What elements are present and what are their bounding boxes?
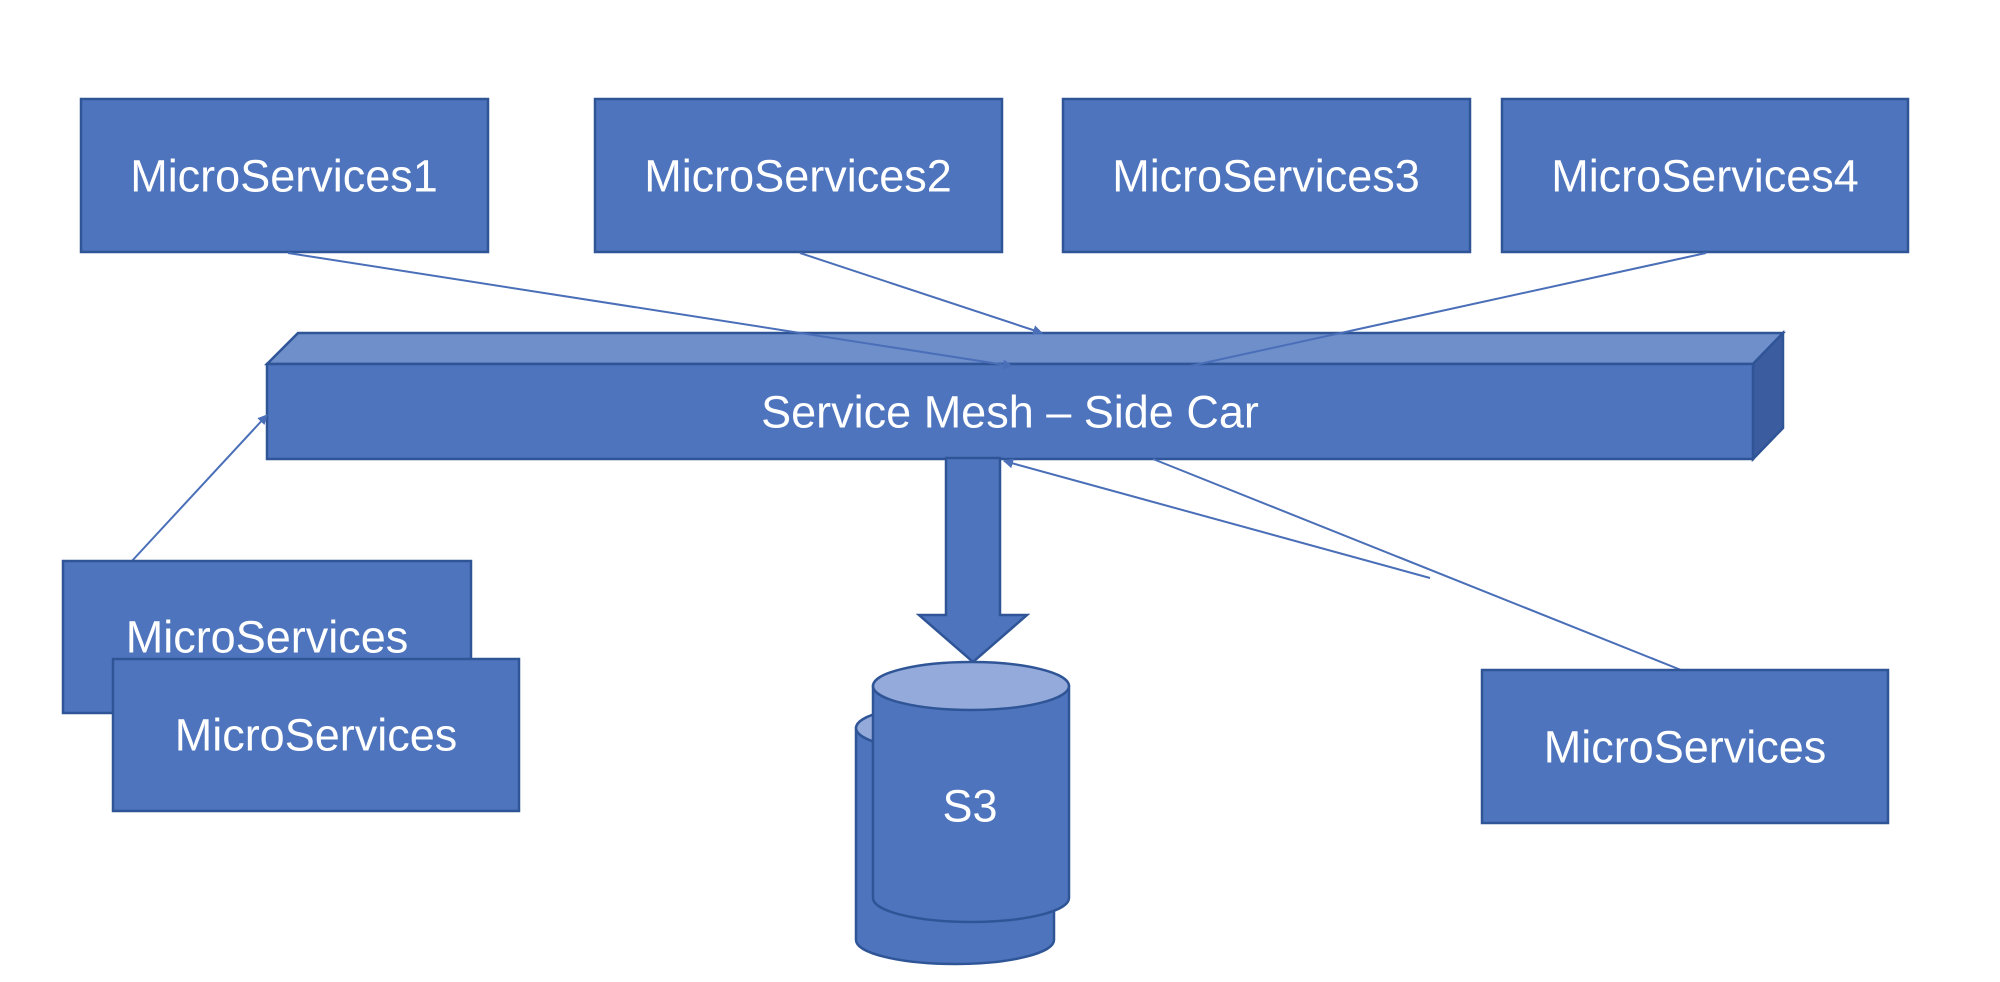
left-microservice-front-box[interactable]: MicroServices (111, 657, 521, 813)
connector-ms4-to-mesh (1189, 252, 1707, 367)
mesh-to-storage-arrow (915, 456, 1031, 664)
connector-left-services-to-mesh (130, 414, 268, 563)
left-microservice-back-label: MicroServices (126, 612, 409, 663)
service-mesh-front-face (265, 362, 1755, 461)
microservice-1-label: MicroServices1 (130, 151, 438, 202)
service-mesh-bar[interactable]: Service Mesh – Side Car (263, 329, 1786, 463)
right-microservice-label: MicroServices (1544, 722, 1827, 773)
microservice-4-label: MicroServices4 (1551, 151, 1859, 202)
microservice-1-box[interactable]: MicroServices1 (79, 97, 490, 254)
connector-ms2-to-mesh (799, 252, 1043, 335)
service-mesh-label: Service Mesh – Side Car (761, 387, 1259, 438)
connector-return-to-mesh (1003, 458, 1431, 579)
microservice-2-box[interactable]: MicroServices2 (593, 97, 1004, 254)
microservice-4-box[interactable]: MicroServices4 (1500, 97, 1910, 254)
right-microservice-box[interactable]: MicroServices (1480, 668, 1890, 825)
left-microservice-front-label: MicroServices (175, 710, 458, 761)
s3-label: S3 (942, 781, 997, 832)
s3-storage[interactable]: S3 (854, 660, 1071, 966)
connector-ms1-to-mesh (287, 252, 1013, 370)
service-mesh-top-face (263, 331, 1786, 366)
microservice-2-label: MicroServices2 (644, 151, 952, 202)
microservice-3-box[interactable]: MicroServices3 (1061, 97, 1472, 254)
storage-cylinder-front (871, 660, 1071, 924)
microservice-3-label: MicroServices3 (1112, 151, 1420, 202)
connector-right-service-to-mesh (1152, 458, 1682, 671)
